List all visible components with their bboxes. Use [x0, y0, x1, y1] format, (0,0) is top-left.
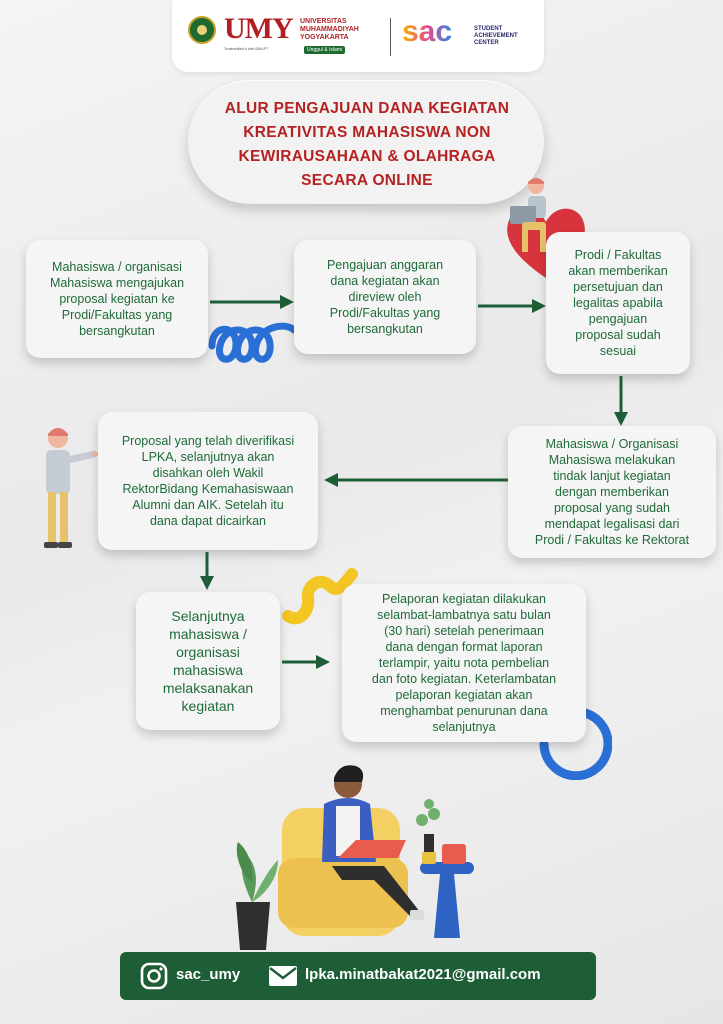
- contact-footer: [120, 952, 596, 1000]
- step-7-line: dan foto kegiatan. Keterlambatan: [371, 672, 557, 686]
- arrow-step5-to-step6: [200, 552, 214, 590]
- step-1-line: bersangkutan: [79, 324, 155, 338]
- sac-name-line: ACHIEVEMENT: [474, 33, 518, 39]
- step-2-line: dana kegiatan akan: [330, 274, 440, 288]
- pointing-man-illustration: [44, 428, 98, 548]
- umy-name: UNIVERSITAS MUHAMMADIYAH YOGYAKARTA: [300, 18, 359, 42]
- title-line: SECARA ONLINE: [301, 172, 433, 189]
- step-6-line: mahasiswa: [172, 662, 244, 678]
- blue-coil-decoration: [208, 322, 298, 363]
- mail-icon: [269, 966, 297, 986]
- step-3-line: sesuai: [599, 344, 637, 358]
- step-7-line: menghambat penurunan dana: [380, 704, 548, 718]
- step-1-line: Mahasiswa mengajukan: [49, 276, 185, 290]
- step-6-card: Selanjutnya mahasiswa / organisasi mahas…: [136, 592, 280, 730]
- person-with-laptop-illustration: [236, 765, 474, 950]
- step-1-line: Mahasiswa / organisasi: [52, 260, 182, 274]
- sac-name-line: CENTER: [474, 40, 499, 46]
- title-line: KREATIVITAS MAHASISWA NON: [243, 124, 491, 141]
- step-3-line: persetujuan dan: [573, 280, 663, 294]
- step-1-line: Prodi/Fakultas yang: [61, 308, 173, 322]
- page-title: ALUR PENGAJUAN DANA KEGIATAN KREATIVITAS…: [202, 97, 532, 193]
- step-7-line: (30 hari) setelah penerimaan: [384, 624, 544, 638]
- step-5-line: Alumni dan AIK. Setelah itu: [132, 498, 284, 512]
- arrow-step2-to-step3: [478, 299, 546, 313]
- step-7-line: dana dengan format laporan: [385, 640, 543, 654]
- step-5-line: Proposal yang telah diverifikasi: [121, 434, 295, 448]
- step-5-card: Proposal yang telah diverifikasi LPKA, s…: [98, 412, 318, 550]
- step-2-card: Pengajuan anggaran dana kegiatan akan di…: [294, 240, 476, 354]
- title-line: KEWIRAUSAHAAN & OLAHRAGA: [238, 148, 496, 165]
- step-1-line: proposal kegiatan ke: [59, 292, 175, 306]
- step-3-line: legalitas apabila: [573, 296, 663, 310]
- instagram-handle[interactable]: sac_umy: [176, 966, 241, 983]
- step-3-line: akan memberikan: [568, 264, 668, 278]
- step-4-card: Mahasiswa / Organisasi Mahasiswa melakuk…: [508, 426, 716, 558]
- step-7-line: Pelaporan kegiatan dilakukan: [381, 592, 546, 606]
- step-2-line: bersangkutan: [347, 322, 423, 336]
- arrow-step1-to-step2: [210, 295, 294, 309]
- title-line: ALUR PENGAJUAN DANA KEGIATAN: [224, 100, 510, 117]
- step-5-line: LPKA, selanjutnya akan: [141, 450, 275, 464]
- yellow-squiggle-decoration: [282, 568, 358, 625]
- step-3-line: proposal sudah: [575, 328, 661, 342]
- step-5-line: RektorBidang Kemahasiswaan: [122, 482, 294, 496]
- step-4-line: proposal yang sudah: [553, 501, 671, 515]
- step-7-card: Pelaporan kegiatan dilakukan selambat-la…: [342, 584, 586, 742]
- step-5-line: dana dapat dicairkan: [149, 514, 267, 528]
- arrow-step4-to-step5: [324, 473, 508, 487]
- header-divider: [390, 18, 391, 56]
- title-pill: [188, 80, 544, 204]
- step-3-line: pengajuan: [588, 312, 648, 326]
- instagram-icon: [140, 962, 168, 990]
- umy-tagline: Unggul & Islami: [304, 46, 346, 54]
- umy-name-line: MUHAMMADIYAH: [300, 26, 359, 33]
- step-6-line: mahasiswa /: [169, 626, 247, 642]
- step-7-line: selanjutnya: [432, 720, 496, 734]
- step-5-line: disahkan oleh Wakil: [152, 466, 264, 480]
- umy-name-line: UNIVERSITAS: [300, 18, 347, 25]
- step-3-line: Prodi / Fakultas: [574, 248, 662, 262]
- step-4-line: tindak lanjut kegiatan: [553, 469, 671, 483]
- umy-accreditation: Terakreditasi A oleh BAN-PT: [224, 47, 269, 51]
- blue-ring-decoration: [539, 707, 612, 780]
- step-4-line: Prodi / Fakultas ke Rektorat: [534, 533, 690, 547]
- step-6-line: melaksanakan: [162, 680, 254, 696]
- sac-logo-text: sac: [402, 15, 453, 48]
- header-bar: [172, 0, 544, 72]
- step-2-line: Prodi/Fakultas yang: [329, 306, 441, 320]
- arrow-step3-to-step4: [614, 376, 628, 426]
- step-2-line: Pengajuan anggaran: [326, 258, 444, 272]
- step-6-line: organisasi: [176, 644, 240, 660]
- step-4-line: mendapat legalisasi dari: [544, 517, 680, 531]
- step-4-line: Mahasiswa melakukan: [548, 453, 676, 467]
- step-1-card: Mahasiswa / organisasi Mahasiswa mengaju…: [26, 240, 208, 358]
- step-7-line: pelaporan kegiatan akan: [395, 688, 533, 702]
- step-2-line: direview oleh: [348, 290, 422, 304]
- arrow-step6-to-step7: [282, 655, 330, 669]
- step-3-card: Prodi / Fakultas akan memberikan persetu…: [546, 232, 690, 374]
- step-4-line: Mahasiswa / Organisasi: [545, 437, 679, 451]
- email-address[interactable]: lpka.minatbakat2021@gmail.com: [305, 966, 541, 983]
- step-7-line: selambat-lambatnya satu bulan: [377, 608, 551, 622]
- step-6-line: kegiatan: [181, 698, 235, 714]
- umy-seal-logo: [188, 16, 216, 44]
- sac-name-line: STUDENT: [474, 26, 503, 32]
- step-4-line: dengan memberikan: [555, 485, 669, 499]
- step-7-line: terlampir, yaitu nota pembelian: [378, 656, 550, 670]
- step-6-line: Selanjutnya: [171, 608, 245, 624]
- umy-name-line: YOGYAKARTA: [300, 34, 349, 41]
- umy-logo-text: UMY: [224, 12, 294, 45]
- sac-name: STUDENT ACHIEVEMENT CENTER: [474, 26, 518, 47]
